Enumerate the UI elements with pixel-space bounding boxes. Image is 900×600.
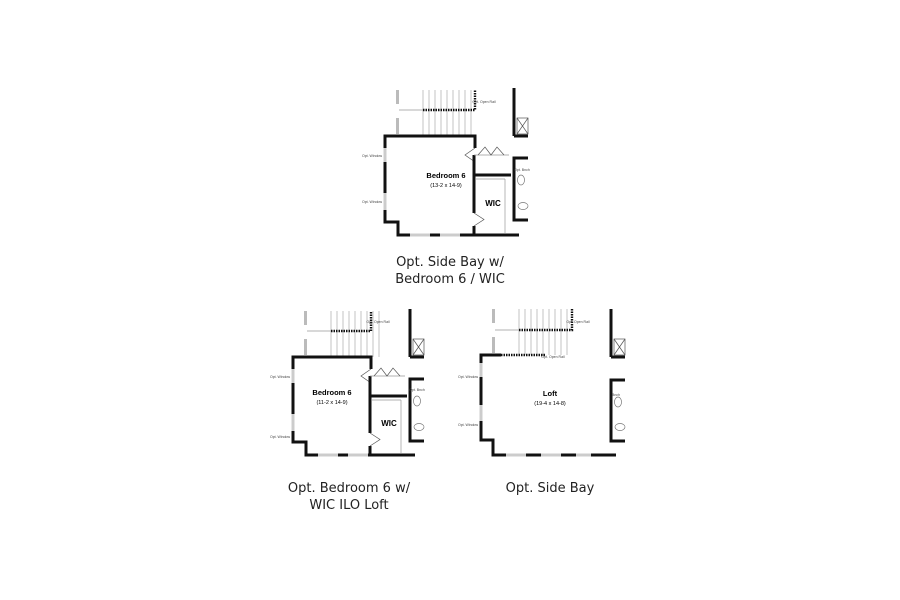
window-label: Opt. Window	[458, 375, 479, 379]
rail-label: Opt. Open Rail	[366, 320, 389, 324]
rail-label: Opt. Open Rail	[566, 320, 589, 324]
thin-line	[613, 338, 626, 356]
sink-icon	[614, 396, 622, 408]
wall	[609, 378, 625, 443]
caption-line: Opt. Side Bay	[505, 481, 595, 496]
door-swing	[464, 147, 476, 163]
window-label: Opt. Window	[270, 375, 291, 379]
plan-side-bay-loft	[479, 309, 626, 457]
window-label: Opt. Window	[270, 435, 291, 439]
closet-name: WIC	[485, 199, 501, 208]
closet-name: WIC	[381, 419, 397, 428]
sink-icon	[413, 395, 421, 407]
bath-label: Opt. Bnch	[409, 388, 425, 392]
room-dims: (11-2 x 14-9)	[316, 400, 347, 406]
rail-label: Opt. Open Rail	[541, 355, 564, 359]
caption-line: Opt. Bedroom 6 w/	[287, 481, 411, 496]
window-label: Opt. Window	[362, 200, 383, 204]
wall	[291, 355, 415, 457]
closet-x	[516, 117, 529, 135]
bifold-door	[373, 367, 401, 377]
open-rail	[331, 311, 373, 333]
caption-line: WIC ILO Loft	[309, 498, 389, 513]
stair-wall	[304, 339, 307, 355]
door-swing	[360, 368, 372, 384]
room-name: Bedroom 6	[312, 388, 351, 397]
plan-side-bay-bedroom-wic	[383, 88, 529, 237]
room-name: Bedroom 6	[426, 171, 465, 180]
door-swing	[473, 212, 485, 227]
wall	[512, 156, 528, 222]
window-label: Opt. Window	[458, 423, 479, 427]
thin-line	[516, 117, 529, 135]
caption-line: Opt. Side Bay w/	[396, 255, 504, 270]
caption-line: Bedroom 6 / WIC	[395, 272, 505, 287]
toilet-icon	[413, 423, 425, 431]
bifold-door	[477, 146, 505, 156]
closet-x	[412, 338, 425, 356]
stair-wall	[492, 337, 495, 353]
closet-x	[613, 338, 626, 356]
wall	[383, 134, 519, 237]
room-dims: (19-4 x 14-8)	[534, 401, 566, 407]
wall	[408, 377, 424, 443]
thin-line	[412, 338, 425, 356]
room-dims: (13-2 x 14-9)	[430, 183, 462, 189]
open-rail	[423, 90, 477, 112]
stair-wall	[492, 309, 495, 323]
toilet-icon	[517, 202, 529, 210]
plan-bedroom-wic-ilo-loft	[291, 309, 425, 457]
window-label: Opt. Window	[362, 154, 383, 158]
stair-wall	[304, 311, 307, 325]
door-swing	[369, 432, 381, 447]
sink-icon	[517, 174, 525, 186]
room-name: Loft	[543, 389, 558, 398]
open-rail	[519, 309, 574, 332]
bath-label: Bnch	[612, 393, 620, 397]
bath-label: Opt. Bnch	[514, 168, 530, 172]
plan-caption: Opt. Side Bay	[450, 480, 650, 497]
plan-caption: Opt. Bedroom 6 w/ WIC ILO Loft	[249, 480, 449, 514]
stair-wall	[396, 118, 399, 134]
stair-wall	[396, 90, 399, 104]
plan-caption: Opt. Side Bay w/ Bedroom 6 / WIC	[350, 254, 550, 288]
rail-label: Opt. Open Rail	[472, 100, 495, 104]
toilet-icon	[614, 423, 626, 431]
